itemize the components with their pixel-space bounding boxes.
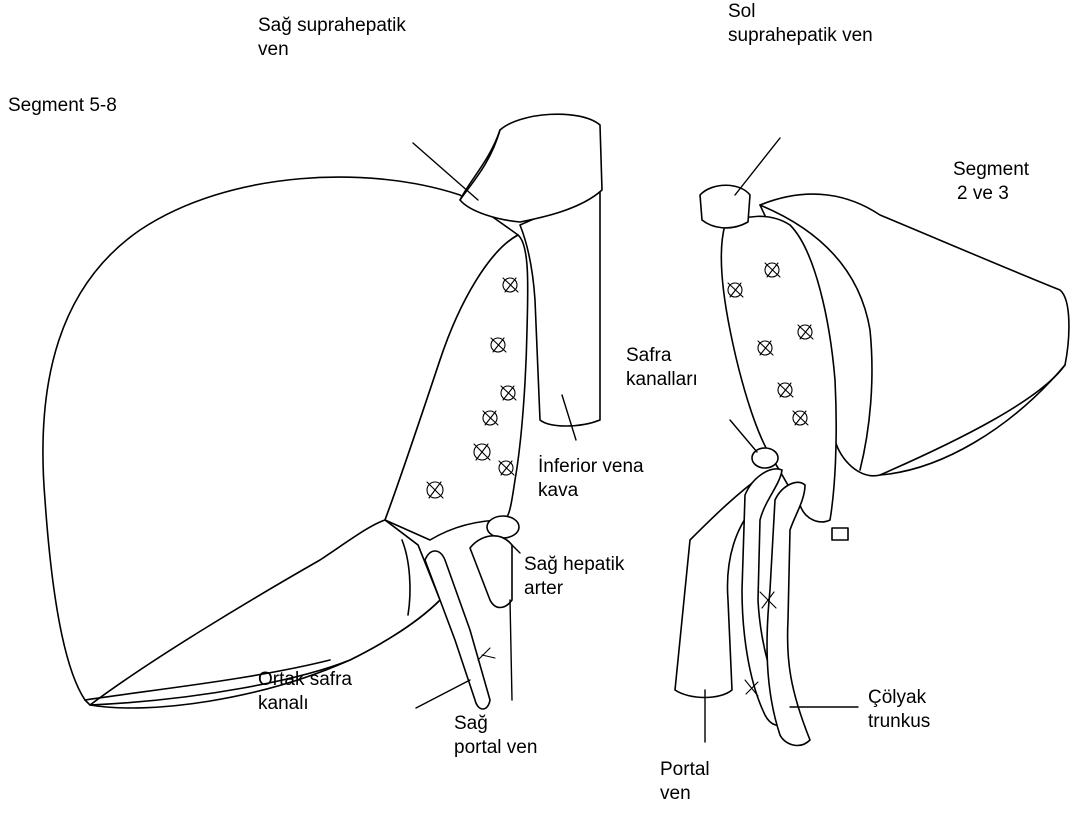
label-celiac-trunk-line2: trunkus (868, 710, 930, 734)
label-inferior-vena-cava: İnferior vena kava (538, 455, 644, 503)
label-right-portal-vein-line2: portal ven (454, 736, 537, 760)
label-bile-ducts-line2: kanalları (626, 368, 698, 392)
right-hepatic-artery-stump (487, 516, 519, 538)
label-right-hepatic-artery: Sağ hepatik arter (524, 553, 624, 601)
right-portal-vein-stump (470, 536, 512, 608)
label-right-hepatic-artery-line2: arter (524, 577, 624, 601)
label-segment-5-8: Segment 5-8 (8, 94, 117, 118)
leader-right-portal-vein (510, 600, 512, 700)
label-left-suprahepatic-vein-line2: suprahepatik ven (728, 24, 873, 48)
right-liver-specimen (43, 114, 602, 709)
left-suprahepatic-head (700, 185, 750, 228)
label-segment-2-3-line2: 2 ve 3 (953, 182, 1029, 206)
label-inferior-vena-cava-line1: İnferior vena (538, 455, 644, 479)
label-right-hepatic-artery-line1: Sağ hepatik (524, 553, 624, 577)
label-segment-5-8-line1: Segment 5-8 (8, 94, 117, 118)
left-ligament-tag (832, 528, 848, 540)
vena-cava-body (520, 190, 600, 426)
label-segment-2-3-line1: Segment (953, 158, 1029, 182)
label-left-suprahepatic-vein-line1: Sol (728, 0, 873, 24)
leader-bile-ducts (730, 420, 757, 452)
left-liver-specimen (675, 138, 1069, 745)
label-portal-vein-line2: ven (660, 782, 710, 806)
label-right-suprahepatic-vein-line1: Sağ suprahepatik (258, 14, 406, 38)
label-common-bile-duct-line1: Ortak safra (258, 668, 352, 692)
label-common-bile-duct-line2: kanalı (258, 692, 352, 716)
label-bile-ducts: Safra kanalları (626, 344, 698, 392)
leader-right-hepatic-artery (512, 545, 520, 553)
label-common-bile-duct: Ortak safra kanalı (258, 668, 352, 716)
label-right-suprahepatic-vein: Sağ suprahepatik ven (258, 14, 406, 62)
label-right-portal-vein-line1: Sağ (454, 712, 537, 736)
label-portal-vein: Portal ven (660, 758, 710, 806)
label-segment-2-3: Segment 2 ve 3 (953, 158, 1029, 206)
common-bile-duct-arrow (478, 648, 495, 660)
label-celiac-trunk: Çölyak trunkus (868, 686, 930, 734)
leader-left-suprahepatic (735, 138, 780, 195)
label-right-portal-vein: Sağ portal ven (454, 712, 537, 760)
label-bile-ducts-line1: Safra (626, 344, 698, 368)
label-left-suprahepatic-vein: Sol suprahepatik ven (728, 0, 873, 48)
celiac-trunk-shape (767, 482, 810, 745)
label-right-suprahepatic-vein-line2: ven (258, 38, 406, 62)
label-inferior-vena-cava-line2: kava (538, 479, 644, 503)
label-celiac-trunk-line1: Çölyak (868, 686, 930, 710)
leader-common-bile-duct (416, 680, 470, 708)
label-portal-vein-line1: Portal (660, 758, 710, 782)
